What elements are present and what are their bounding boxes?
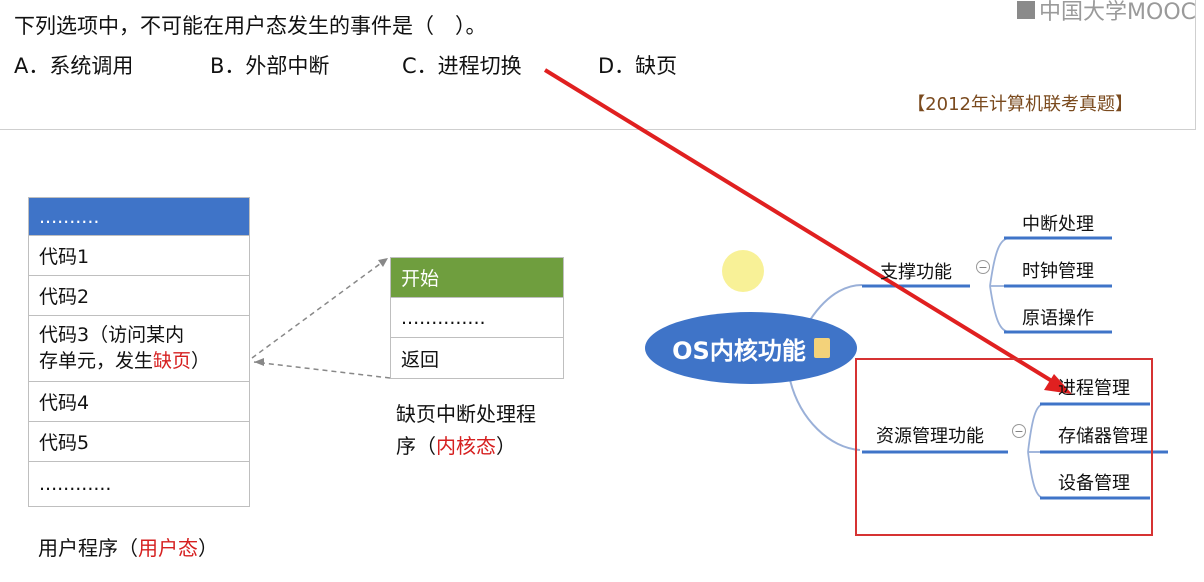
node-process: 进程管理 [1058, 378, 1130, 399]
link-interrupt [989, 237, 1011, 287]
handler-return: 返回 [401, 348, 440, 371]
mooc-logo: 中国大学MOOC [1017, 0, 1196, 26]
handler-caption-line1: 缺页中断处理程 [396, 402, 536, 426]
code-row-3-close: ） [191, 350, 211, 372]
collapse-resource-icon[interactable]: − [1012, 424, 1026, 438]
node-primitive: 原语操作 [1022, 308, 1094, 329]
branch-resource: 资源管理功能 [876, 426, 984, 447]
mindmap-center: OS内核功能 [645, 312, 857, 384]
mm-link-branch1 [809, 284, 863, 321]
highlight-box [855, 358, 1153, 536]
question-text: 下列选项中，不可能在用户态发生的事件是（ ）。 [14, 14, 487, 38]
mindmap-center-label: OS内核功能 [672, 336, 806, 365]
user-program-header: .......... [29, 198, 249, 236]
code-row-4: 代码4 [29, 382, 249, 422]
handler-start: 开始 [391, 258, 563, 298]
dashed-arrow-to-handler [251, 257, 389, 359]
red-arrowhead [1044, 374, 1072, 394]
mm-link-branch2 [789, 379, 861, 451]
handler-caption-text: 序（ [396, 434, 436, 458]
code-row-1: 代码1 [29, 236, 249, 276]
handler-caption: 缺页中断处理程 序（内核态） [396, 398, 536, 462]
node-device: 设备管理 [1058, 473, 1130, 494]
question-source: 【2012年计算机联考真题】 [907, 94, 1133, 115]
kernel-mode-label: 内核态 [436, 434, 496, 458]
dashed-arrowhead-1 [378, 258, 388, 267]
option-d: D．缺页 [598, 54, 678, 78]
document-icon [813, 338, 830, 358]
red-annotation-arrow [543, 68, 1062, 388]
node-clock: 时钟管理 [1022, 261, 1094, 282]
code-row-3: 代码3（访问某内 存单元，发生缺页） [29, 316, 249, 382]
handler-caption-close: ） [496, 434, 516, 458]
mooc-logo-icon [1017, 1, 1036, 19]
code-row-3-line2: 存单元，发生缺页） [39, 348, 249, 374]
code-row-5: 代码5 [29, 422, 249, 462]
handler-table: 开始 .............. 返回 [390, 257, 564, 379]
option-c: C．进程切换 [402, 54, 522, 78]
option-a: A．系统调用 [14, 54, 134, 78]
caption-text: 用户程序（ [38, 536, 138, 560]
cursor-highlight [722, 250, 764, 292]
collapse-support-icon[interactable]: − [976, 260, 990, 274]
link-primitive [989, 285, 1011, 333]
code-row-last: ............ [39, 473, 112, 495]
handler-caption-line2: 序（内核态） [396, 430, 536, 462]
user-program-table: .......... 代码1 代码2 代码3（访问某内 存单元，发生缺页） 代码… [28, 197, 250, 507]
dashed-arrowhead-2 [254, 358, 264, 366]
option-b: B．外部中断 [210, 54, 330, 78]
user-mode-label: 用户态 [138, 536, 198, 560]
user-program-caption: 用户程序（用户态） [38, 532, 218, 561]
code-row-3-text: 存单元，发生 [39, 350, 154, 372]
node-interrupt: 中断处理 [1022, 214, 1094, 235]
mooc-logo-text: 中国大学MOOC [1039, 0, 1196, 25]
code-row-3-line1: 代码3（访问某内 [39, 324, 185, 346]
question-panel: 下列选项中，不可能在用户态发生的事件是（ ）。 A．系统调用 B．外部中断 C．… [0, 0, 1196, 130]
handler-body: .............. [391, 298, 563, 338]
code-row-2: 代码2 [29, 276, 249, 316]
branch-support: 支撑功能 [880, 262, 952, 283]
page-fault-label: 缺页 [153, 350, 192, 372]
caption-close: ） [198, 536, 218, 560]
node-memory: 存储器管理 [1058, 426, 1148, 447]
dashed-arrow-back [253, 361, 391, 379]
